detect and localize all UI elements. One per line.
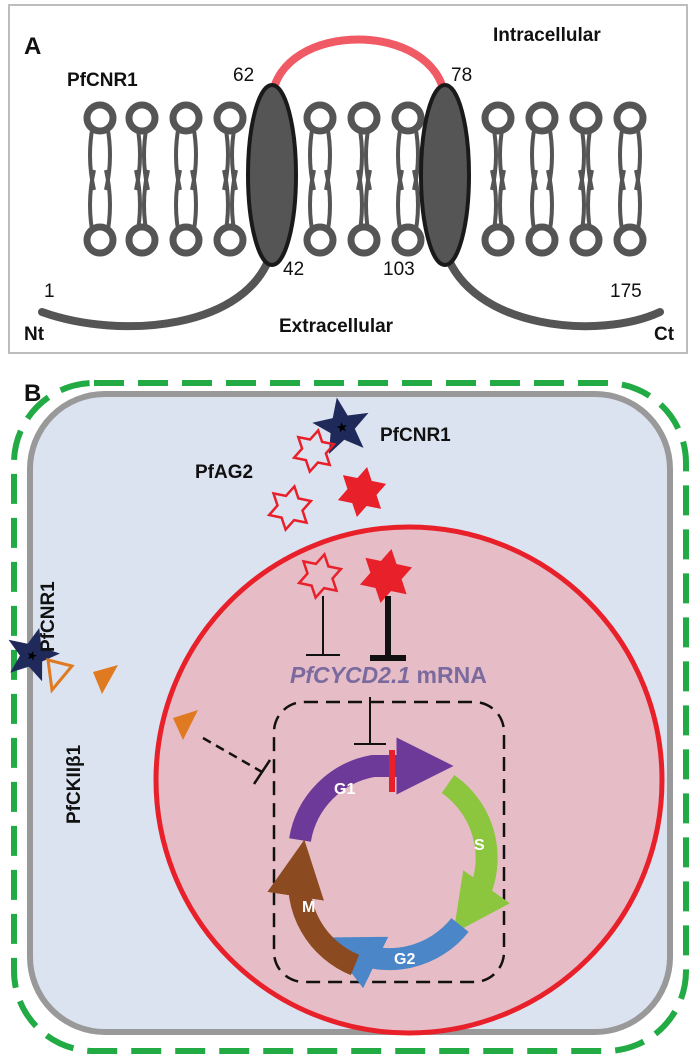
- panel-b: B ★ ★ PfCNR1 PfCNR1 PfAG2 PfCKIIβ1: [8, 380, 689, 1054]
- receptor-label-left: PfCNR1: [38, 581, 59, 652]
- n-terminal-tail: [38, 246, 276, 331]
- lipid-head: [125, 101, 159, 135]
- lipid-head: [83, 223, 117, 257]
- c-terminal-tail: [441, 246, 664, 331]
- lipid-head: [169, 223, 203, 257]
- panel-a-frame: [8, 4, 688, 354]
- lipid-head: [525, 101, 559, 135]
- panel-a-label: A: [24, 33, 41, 60]
- kinase-triangle-2: [173, 710, 198, 740]
- phase-g1-arrow: [289, 737, 454, 843]
- intracellular-loop: [268, 35, 449, 99]
- ligand-star-empty-3: [296, 551, 344, 601]
- phase-s-arrow: [441, 774, 510, 934]
- receptor-star-left-glyph: ★: [24, 647, 39, 665]
- residue-tm2-out: 103: [383, 259, 415, 280]
- residue-end: 175: [610, 281, 642, 302]
- phase-g1-label: G1: [334, 781, 355, 798]
- lipid-head: [481, 223, 515, 257]
- ligand-label: PfAG2: [195, 462, 253, 483]
- intracellular-label: Intracellular: [493, 25, 601, 46]
- kinase-triangle-outline: [46, 658, 75, 694]
- ligand-star-empty-2: [266, 483, 314, 533]
- residue-tm1-in: 62: [233, 65, 254, 86]
- receptor-star-top: ★: [312, 397, 369, 454]
- panel-b-label: B: [24, 380, 41, 407]
- lipid-head: [613, 101, 647, 135]
- lipid-head: [391, 101, 425, 135]
- lipid-head: [481, 101, 515, 135]
- phase-g2-arrow: [324, 917, 469, 989]
- lipid-bilayer: [83, 101, 647, 257]
- extracellular-label: Extracellular: [279, 316, 394, 337]
- lipid-head: [303, 223, 337, 257]
- panel-a: A PfCNR1 Intracellular Extracellular Nt …: [8, 4, 688, 354]
- residue-tm1-out: 42: [283, 259, 304, 280]
- lipid-head: [125, 223, 159, 257]
- transmembrane-helix-2: [419, 83, 471, 267]
- phase-m-arrow: [267, 839, 360, 976]
- lipid-head: [569, 101, 603, 135]
- c-terminus-label: Ct: [654, 324, 675, 345]
- transmembrane-helix-1: [246, 83, 298, 267]
- protein-label: PfCNR1: [67, 70, 138, 91]
- ligand-star-filled-1: [337, 467, 387, 517]
- residue-start: 1: [44, 281, 55, 302]
- kinase-inhibition-bar: [252, 759, 272, 785]
- kinase-label: PfCKIIβ1: [64, 744, 85, 824]
- ligand-star-empty-1: [291, 427, 337, 475]
- lipid-head: [303, 101, 337, 135]
- receptor-label-top: PfCNR1: [380, 425, 451, 446]
- ligand-star-filled-2: [359, 549, 413, 603]
- phase-s-label: S: [474, 837, 485, 854]
- kinase-triangle-1: [93, 665, 118, 694]
- cell-cycle: G1 S G2 M: [267, 737, 510, 989]
- lipid-head: [613, 223, 647, 257]
- lipid-head: [213, 101, 247, 135]
- phase-m-label: M: [302, 899, 315, 916]
- lipid-head: [347, 101, 381, 135]
- lipid-head: [569, 223, 603, 257]
- receptor-star-left: ★: [8, 627, 60, 682]
- lipid-head: [83, 101, 117, 135]
- lipid-head: [213, 223, 247, 257]
- kinase-inhibition-line: [202, 736, 263, 774]
- ligand-stars: [266, 427, 413, 603]
- n-terminus-label: Nt: [24, 324, 45, 345]
- lipid-head: [391, 223, 425, 257]
- lipid-head: [169, 101, 203, 135]
- lipid-head: [347, 223, 381, 257]
- residue-tm2-in: 78: [451, 65, 472, 86]
- phase-g2-label: G2: [394, 951, 415, 968]
- receptor-star-top-glyph: ★: [334, 418, 349, 436]
- mrna-label: PfCYCD2.1 mRNA: [290, 662, 487, 688]
- parasite-membrane: [11, 380, 689, 1054]
- lipid-head: [525, 223, 559, 257]
